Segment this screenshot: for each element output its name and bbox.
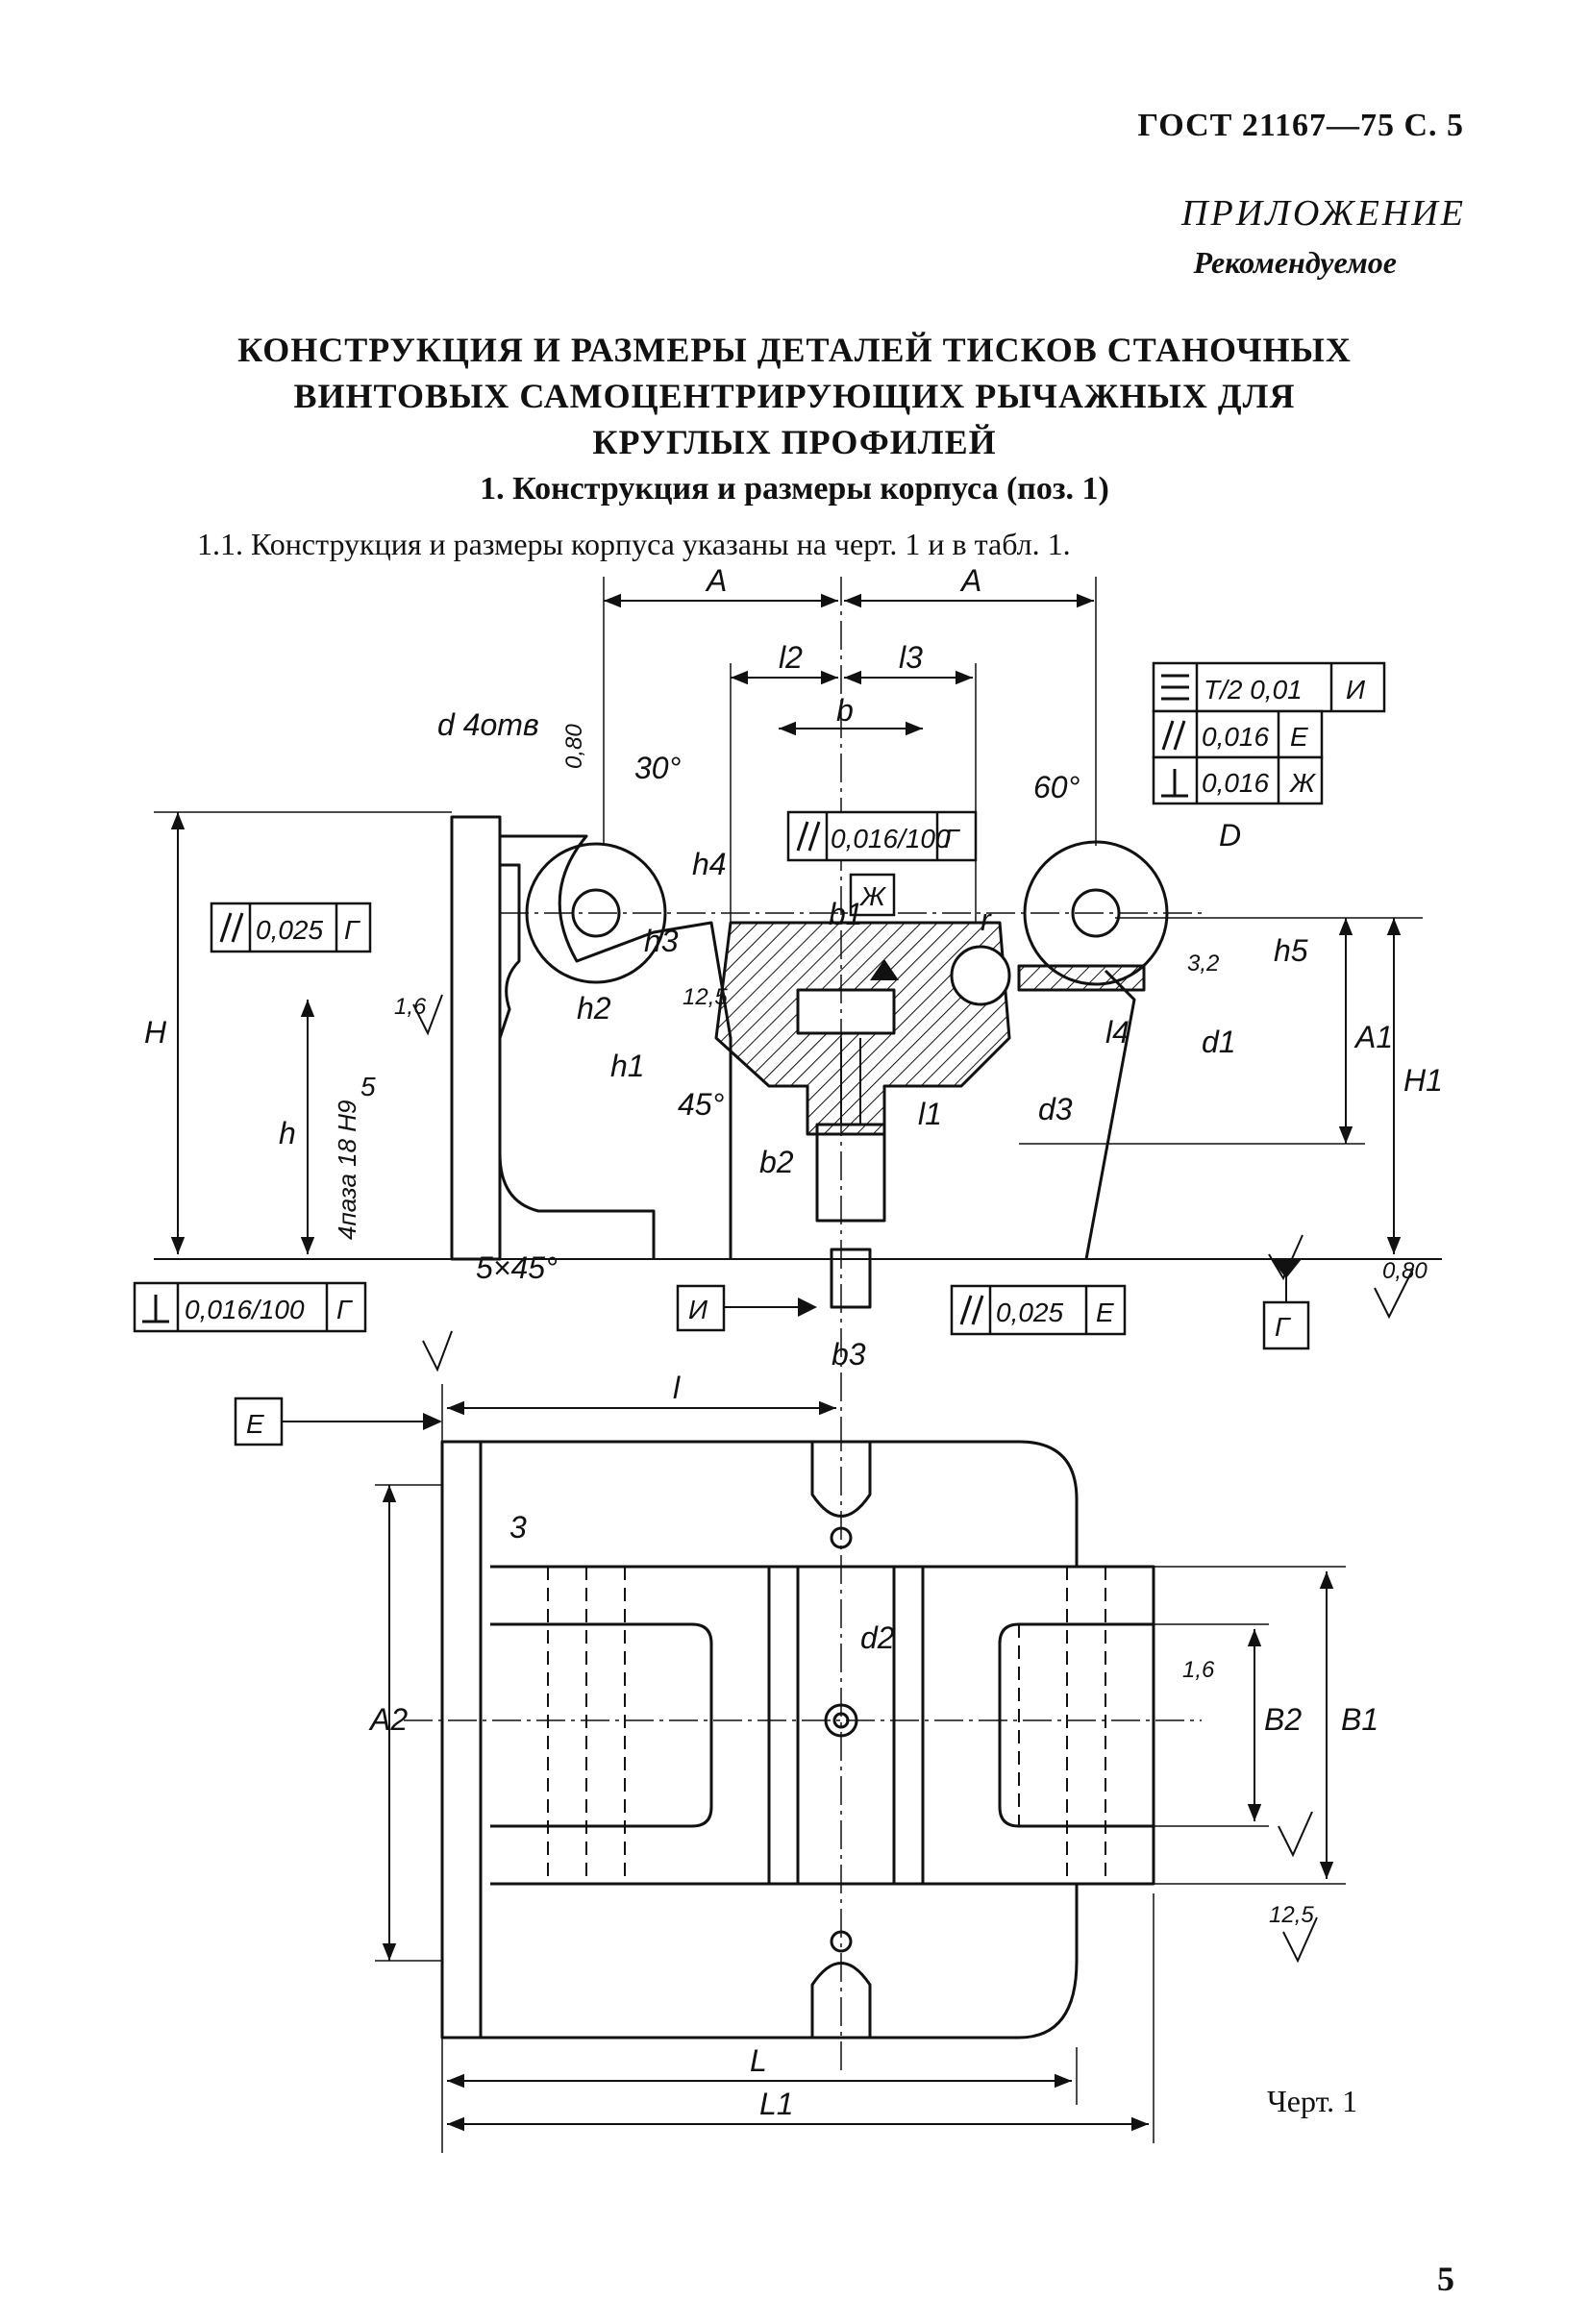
label-b1: b1 bbox=[829, 897, 863, 931]
label-chamfer: 5×45° bbox=[476, 1250, 558, 1285]
label-dim-3: 3 bbox=[509, 1510, 527, 1545]
label-L: L bbox=[750, 2043, 767, 2078]
tol-par-center-datum: Г bbox=[944, 824, 960, 853]
datum-zh-letter: Ж bbox=[858, 881, 887, 911]
label-l1: l1 bbox=[918, 1097, 942, 1131]
label-d-holes: d 4отв bbox=[437, 707, 539, 742]
label-A2: A2 bbox=[368, 1702, 408, 1737]
label-H: H bbox=[144, 1015, 167, 1050]
label-l: l bbox=[673, 1371, 681, 1405]
tol-perp-bottom-value: 0,016/100 bbox=[185, 1295, 305, 1324]
tol-frame-par-center bbox=[786, 810, 978, 862]
roughness-12-5-bottom: 12,5 bbox=[1269, 1902, 1314, 1928]
tol-frame-perp1 bbox=[1152, 755, 1324, 805]
body-inner-contour bbox=[498, 863, 656, 1259]
label-d2: d2 bbox=[860, 1620, 895, 1655]
label-d1: d1 bbox=[1202, 1025, 1236, 1059]
tol-frame-par-bottom bbox=[950, 1284, 1127, 1336]
page-number: 5 bbox=[1437, 2260, 1454, 2298]
datum-i-letter: И bbox=[688, 1295, 708, 1324]
section-heading: 1. Конструкция и размеры корпуса (поз. 1… bbox=[480, 471, 1109, 507]
label-d3: d3 bbox=[1038, 1092, 1073, 1126]
label-l2: l2 bbox=[779, 640, 803, 675]
roughness-3-2-right: 3,2 bbox=[1187, 951, 1219, 977]
label-slots: 4паза 18 H9 bbox=[333, 1100, 361, 1240]
label-h1: h1 bbox=[610, 1049, 645, 1083]
label-r: r bbox=[981, 902, 992, 937]
tol-sym-datum: И bbox=[1346, 675, 1366, 705]
appendix-label: ПРИЛОЖЕНИЕ bbox=[1181, 193, 1466, 234]
label-b2: b2 bbox=[759, 1145, 794, 1179]
roughness-12-5-center: 12,5 bbox=[683, 984, 728, 1010]
label-B1: B1 bbox=[1341, 1702, 1378, 1737]
tol-par-bottom-value: 0,025 bbox=[996, 1298, 1063, 1327]
label-b3: b3 bbox=[832, 1337, 866, 1372]
label-A-left: A bbox=[705, 563, 727, 598]
datum-zh-frame bbox=[849, 873, 896, 917]
tol-par1-value: 0,016 bbox=[1202, 722, 1269, 752]
label-D: D bbox=[1219, 818, 1241, 853]
label-A1: A1 bbox=[1353, 1020, 1393, 1054]
standard-reference: ГОСТ 21167—75 С. 5 bbox=[1137, 108, 1464, 143]
tol-par-center-value: 0,016/100 bbox=[831, 824, 951, 853]
body-left-block bbox=[450, 815, 502, 1261]
roughness-1-6-top: 1,6 bbox=[1182, 1657, 1215, 1683]
tol-par-left-value: 0,025 bbox=[256, 915, 323, 945]
document-title-line-1: КОНСТРУКЦИЯ И РАЗМЕРЫ ДЕТАЛЕЙ ТИСКОВ СТА… bbox=[237, 331, 1352, 369]
tol-par-bottom-datum: Е bbox=[1096, 1298, 1114, 1327]
label-A-right: A bbox=[959, 563, 981, 598]
datum-g-frame bbox=[1262, 1300, 1310, 1350]
tol-perp1-value: 0,016 bbox=[1202, 768, 1269, 798]
datum-i-frame bbox=[676, 1284, 726, 1332]
label-h2: h2 bbox=[577, 991, 611, 1026]
tol-perp-bottom-datum: Г bbox=[336, 1295, 353, 1324]
label-angle-30: 30° bbox=[634, 751, 682, 785]
label-l4: l4 bbox=[1105, 1015, 1130, 1050]
roughness-080-base: 0,80 bbox=[1382, 1258, 1428, 1284]
tol-perp1-datum: Ж bbox=[1288, 768, 1317, 798]
label-h: h bbox=[279, 1116, 296, 1150]
label-H1: H1 bbox=[1403, 1063, 1443, 1098]
document-title-line-3: КРУГЛЫХ ПРОФИЛЕЙ bbox=[592, 423, 997, 461]
label-angle-60: 60° bbox=[1033, 770, 1080, 804]
body-outline bbox=[500, 834, 732, 1259]
tol-par1-datum: Е bbox=[1290, 722, 1308, 752]
tol-frame-sym bbox=[1152, 661, 1386, 713]
label-h5: h5 bbox=[1274, 933, 1308, 968]
label-B2: B2 bbox=[1264, 1702, 1302, 1737]
roughness-1-6-left: 1,6 bbox=[394, 994, 427, 1020]
label-h3: h3 bbox=[644, 924, 679, 958]
tol-sym-value: T/2 0,01 bbox=[1204, 675, 1303, 705]
document-title-line-2: ВИНТОВЫХ САМОЦЕНТРИРУЮЩИХ РЫЧАЖНЫХ ДЛЯ bbox=[293, 377, 1296, 415]
tol-par-left-datum: Г bbox=[344, 915, 360, 945]
appendix-status: Рекомендуемое bbox=[1193, 245, 1397, 280]
figure-caption: Черт. 1 bbox=[1267, 2084, 1358, 2118]
roughness-080-hole: 0,80 bbox=[561, 724, 587, 769]
label-L1: L1 bbox=[759, 2087, 794, 2121]
label-angle-45: 45° bbox=[678, 1087, 725, 1122]
datum-e-frame bbox=[234, 1397, 284, 1446]
tol-frame-par1 bbox=[1152, 709, 1324, 759]
label-dim-5: 5 bbox=[360, 1072, 376, 1101]
datum-e-letter: Е bbox=[246, 1409, 264, 1439]
pin-hole bbox=[950, 945, 1011, 1006]
label-l3: l3 bbox=[899, 640, 923, 675]
screw-shaft bbox=[815, 1123, 886, 1223]
label-b: b bbox=[836, 693, 854, 728]
paragraph-1-1: 1.1. Конструкция и размеры корпуса указа… bbox=[197, 527, 1071, 561]
label-h4: h4 bbox=[692, 847, 727, 881]
datum-g-letter: Г bbox=[1275, 1312, 1291, 1342]
